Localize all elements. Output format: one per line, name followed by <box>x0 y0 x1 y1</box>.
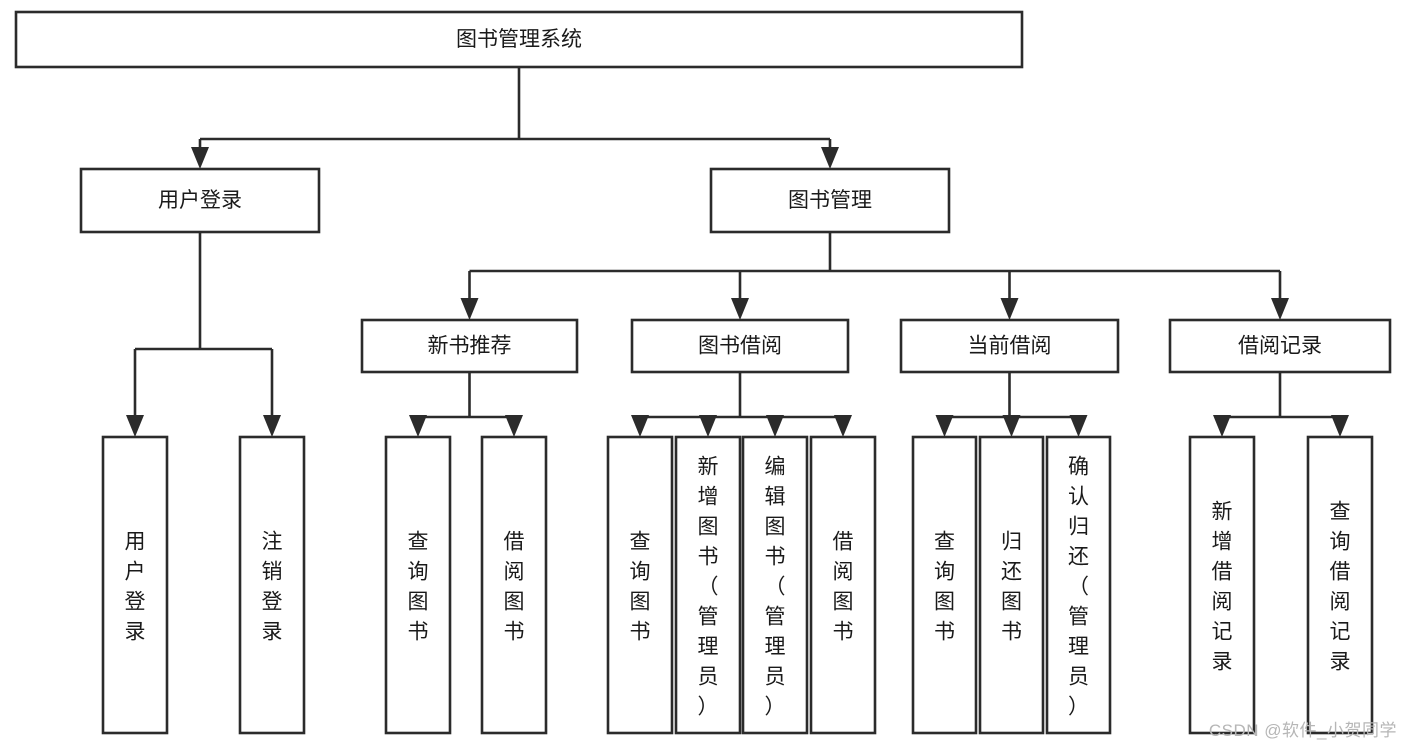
node-book-manage-label: 图书管理 <box>788 189 872 212</box>
node-leaf-query-book-2-label: 查询图书 <box>630 530 651 643</box>
node-root[interactable]: 图书管理系统 <box>14 10 1024 69</box>
node-leaf-query-book-2[interactable]: 查询图书 <box>606 435 674 735</box>
node-leaf-add-book-admin-label: 新增图书（管理员） <box>698 455 719 718</box>
csdn-watermark: CSDN @软件_小贺同学 <box>1208 721 1397 740</box>
node-leaf-borrow-book-2[interactable]: 借阅图书 <box>809 435 877 735</box>
node-book-manage[interactable]: 图书管理 <box>709 167 951 234</box>
node-leaf-logout-login-label: 注销登录 <box>262 530 283 643</box>
node-leaf-borrow-book-2-box[interactable] <box>809 435 877 735</box>
node-current-borrow-label: 当前借阅 <box>968 335 1052 358</box>
node-leaf-borrow-book-1-label: 借阅图书 <box>504 530 525 643</box>
node-leaf-query-book-2-box[interactable] <box>606 435 674 735</box>
node-leaf-add-book-admin[interactable]: 新增图书（管理员） <box>674 435 742 735</box>
node-book-borrow-box[interactable] <box>630 318 850 374</box>
node-leaf-borrow-book-2-label: 借阅图书 <box>833 530 854 643</box>
node-new-book-recommend-box[interactable] <box>360 318 579 374</box>
node-user-login[interactable]: 用户登录 <box>79 167 321 234</box>
node-user-login-label: 用户登录 <box>158 189 242 212</box>
node-leaf-logout-login[interactable]: 注销登录 <box>238 435 306 735</box>
node-current-borrow-box[interactable] <box>899 318 1120 374</box>
node-leaf-edit-book-admin-box[interactable] <box>741 435 809 735</box>
node-new-book-recommend-label: 新书推荐 <box>428 335 512 358</box>
node-leaf-query-borrow-record-box[interactable] <box>1306 435 1374 735</box>
node-root-label: 图书管理系统 <box>456 28 582 51</box>
node-leaf-confirm-return-admin-label: 确认归还（管理员） <box>1068 455 1089 718</box>
node-new-book-recommend[interactable]: 新书推荐 <box>360 318 579 374</box>
node-leaf-borrow-book-1[interactable]: 借阅图书 <box>480 435 548 735</box>
node-leaf-return-book-label: 归还图书 <box>1001 530 1022 643</box>
node-leaf-query-book-1-box[interactable] <box>384 435 452 735</box>
node-leaf-add-borrow-record[interactable]: 新增借阅记录 <box>1188 435 1256 735</box>
node-leaf-user-login[interactable]: 用户登录 <box>101 435 169 735</box>
node-leaf-edit-book-admin-label: 编辑图书（管理员） <box>765 455 786 718</box>
node-leaf-query-book-3-label: 查询图书 <box>934 530 955 643</box>
node-leaf-edit-book-admin[interactable]: 编辑图书（管理员） <box>741 435 809 735</box>
node-leaf-add-borrow-record-box[interactable] <box>1188 435 1256 735</box>
node-book-borrow-label: 图书借阅 <box>698 335 782 358</box>
node-book-manage-box[interactable] <box>709 167 951 234</box>
node-leaf-add-book-admin-box[interactable] <box>674 435 742 735</box>
node-user-login-box[interactable] <box>79 167 321 234</box>
node-leaf-query-book-3[interactable]: 查询图书 <box>911 435 978 735</box>
node-book-borrow[interactable]: 图书借阅 <box>630 318 850 374</box>
node-leaf-add-borrow-record-label: 新增借阅记录 <box>1212 500 1233 673</box>
node-leaf-query-borrow-record-label: 查询借阅记录 <box>1330 500 1351 673</box>
node-borrow-record-box[interactable] <box>1168 318 1392 374</box>
node-leaf-return-book[interactable]: 归还图书 <box>978 435 1045 735</box>
node-leaf-query-book-1-label: 查询图书 <box>408 530 429 643</box>
node-leaf-return-book-box[interactable] <box>978 435 1045 735</box>
node-leaf-confirm-return-admin[interactable]: 确认归还（管理员） <box>1045 435 1112 735</box>
node-leaf-borrow-book-1-box[interactable] <box>480 435 548 735</box>
node-leaf-confirm-return-admin-box[interactable] <box>1045 435 1112 735</box>
node-leaf-user-login-label: 用户登录 <box>125 530 146 643</box>
node-borrow-record-label: 借阅记录 <box>1238 335 1322 358</box>
node-leaf-query-book-3-box[interactable] <box>911 435 978 735</box>
node-root-box[interactable] <box>14 10 1024 69</box>
node-borrow-record[interactable]: 借阅记录 <box>1168 318 1392 374</box>
node-leaf-query-book-1[interactable]: 查询图书 <box>384 435 452 735</box>
node-leaf-query-borrow-record[interactable]: 查询借阅记录 <box>1306 435 1374 735</box>
node-leaf-logout-login-box[interactable] <box>238 435 306 735</box>
node-layer: 图书管理系统用户登录图书管理新书推荐图书借阅当前借阅借阅记录用户登录注销登录查询… <box>14 10 1392 735</box>
node-leaf-user-login-box[interactable] <box>101 435 169 735</box>
node-current-borrow[interactable]: 当前借阅 <box>899 318 1120 374</box>
connector-layer <box>126 67 1349 437</box>
